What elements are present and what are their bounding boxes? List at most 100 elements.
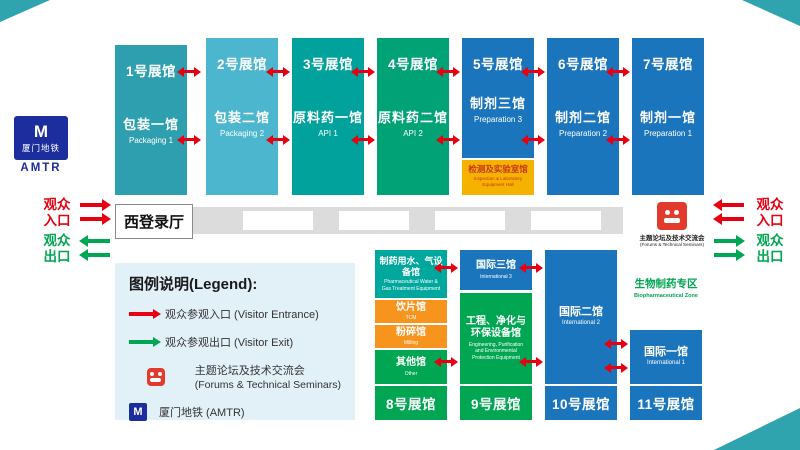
water-hall-en: Pharmaceutical Water & Gas Treatment Equ…	[381, 279, 441, 292]
right-visitor-entrance-label: 观众入口	[756, 197, 784, 228]
left-visitor-exit-label: 观众出口	[43, 233, 71, 264]
hall-6-name-cn: 制剂二馆	[554, 110, 611, 125]
forums-label-cn: 主题论坛及技术交流会	[639, 235, 705, 242]
hall-2-name-en: Packaging 2	[219, 129, 265, 138]
hall-connector-arrow	[526, 266, 536, 269]
hall-connector-arrow	[528, 138, 538, 141]
hall-connector-arrow	[358, 138, 368, 141]
hall-4-name-cn: 原料药二馆	[377, 110, 448, 125]
legend-entrance-arrow-icon	[129, 312, 153, 316]
legend-item-metro: M 厦门地铁 (AMTR)	[129, 403, 341, 421]
hall-2: 2号展馆 包装二馆 Packaging 2	[206, 38, 278, 195]
right-visitor-exit-label: 观众出口	[756, 233, 784, 264]
hall-7-name-en: Preparation 1	[643, 129, 693, 138]
visitor-entrance-arrow	[80, 217, 102, 221]
hall-connector-arrow	[273, 138, 283, 141]
visitor-exit-arrow	[714, 239, 736, 243]
metro-name-en: AMTR	[20, 162, 62, 174]
intl1-en: International 1	[646, 360, 686, 367]
hall-connector-arrow	[611, 342, 621, 345]
hall-connector-arrow	[441, 360, 451, 363]
other-hall: 其他馆 Other	[375, 350, 447, 384]
west-registration-label: 西登录厅	[123, 214, 184, 231]
intl3-cn: 国际三馆	[476, 260, 516, 271]
tcm-hall-en: TCM	[405, 315, 417, 321]
tcm-hall-cn: 饮片馆	[396, 301, 426, 313]
hall-connector-arrow	[613, 138, 623, 141]
intl3-en: International 3	[480, 273, 512, 280]
engineering-purification-hall: 工程、净化与环保设备馆 Engineering, Purification an…	[460, 293, 532, 384]
forums-icon-bar	[664, 217, 680, 223]
hall-connector-arrow	[443, 70, 453, 73]
other-hall-cn: 其他馆	[396, 357, 426, 368]
xiamen-metro-logo: M 厦门地铁 AMTR	[14, 116, 68, 174]
legend-item-exit: 观众参观出口 (Visitor Exit)	[129, 334, 341, 350]
hall-7-name-cn: 制剂一馆	[639, 110, 696, 125]
international-1-hall: 国际一馆 International 1	[630, 330, 702, 384]
legend: 图例说明(Legend): 观众参观入口 (Visitor Entrance) …	[115, 263, 355, 421]
hall-connector-arrow	[184, 138, 194, 141]
hall-6-number: 6号展馆	[557, 57, 608, 72]
west-registration-hall: 西登录厅	[115, 204, 193, 239]
hall-4-name-en: API 2	[403, 129, 423, 138]
corridor-segment	[435, 211, 505, 230]
milling-hall-cn: 粉碎馆	[396, 326, 426, 338]
biopharma-cn: 生物制药专区	[634, 278, 698, 290]
hall-3-name-en: API 1	[318, 129, 338, 138]
visitor-exit-arrow	[88, 253, 110, 257]
inspection-hall-cn: 检测及实验室馆	[468, 164, 528, 174]
milling-hall-en: Milling	[403, 340, 419, 346]
hall-5-name-cn: 制剂三馆	[469, 96, 526, 111]
hall-9-label: 9号展馆	[460, 386, 532, 420]
hall-5-name-en: Preparation 3	[473, 115, 523, 124]
legend-entrance-label: 观众参观入口 (Visitor Entrance)	[165, 309, 319, 321]
corridor-segment	[339, 211, 409, 230]
biopharmaceutical-zone: 生物制药专区 Biopharmaceutical Zone	[630, 276, 702, 299]
visitor-entrance-arrow	[722, 203, 744, 207]
forums-label-en: (Forums & Technical Seminars)	[640, 242, 704, 247]
legend-metro-label: 厦门地铁 (AMTR)	[159, 407, 245, 419]
forums-seminar-icon	[657, 202, 687, 230]
hall-connector-arrow	[613, 70, 623, 73]
hall-1-name-cn: 包装一馆	[122, 117, 179, 132]
registration-corridor	[191, 207, 623, 234]
forums-marker: 主题论坛及技术交流会 (Forums & Technical Seminars)	[626, 202, 718, 247]
legend-title: 图例说明(Legend):	[129, 276, 258, 293]
hall-1-number: 1号展馆	[125, 64, 176, 79]
hall-6-name-en: Preparation 2	[558, 129, 608, 138]
corner-decoration-top-right	[742, 0, 800, 26]
hall-6: 6号展馆 制剂二馆 Preparation 2	[547, 38, 619, 195]
tcm-hall: 饮片馆 TCM	[375, 300, 447, 323]
corridor-segment	[531, 211, 601, 230]
metro-m-icon: M	[33, 121, 49, 141]
legend-exit-label: 观众参观出口 (Visitor Exit)	[165, 337, 294, 349]
hall-5: 5号展馆 制剂三馆 Preparation 3	[462, 38, 534, 158]
inspection-hall-en: Inspection & Laboratory Equipment Hall	[473, 176, 523, 187]
hall-8-label: 8号展馆	[375, 386, 447, 420]
hall-3-name-cn: 原料药一馆	[292, 110, 363, 125]
metro-name-cn: 厦门地铁	[21, 142, 60, 153]
hall-2-name-cn: 包装二馆	[213, 110, 270, 125]
water-hall-cn: 制药用水、气设备馆	[379, 255, 443, 277]
hall-4-number: 4号展馆	[387, 57, 438, 72]
hall-3: 3号展馆 原料药一馆 API 1	[292, 38, 364, 195]
hall-2-number: 2号展馆	[216, 57, 267, 72]
intl2-cn: 国际二馆	[559, 305, 603, 318]
hall-1: 1号展馆 包装一馆 Packaging 1	[115, 45, 187, 195]
left-visitor-entrance-label: 观众入口	[43, 197, 71, 228]
hall-4: 4号展馆 原料药二馆 API 2	[377, 38, 449, 195]
legend-forums-label-cn: 主题论坛及技术交流会	[194, 365, 305, 377]
milling-hall: 粉碎馆 Milling	[375, 325, 447, 348]
legend-forums-label: 主题论坛及技术交流会 (Forums & Technical Seminars)	[195, 362, 341, 391]
intl1-cn: 国际一馆	[644, 345, 688, 358]
visitor-entrance-arrow	[80, 203, 102, 207]
hall-connector-arrow	[184, 70, 194, 73]
visitor-exit-arrow	[714, 253, 736, 257]
engineering-cn: 工程、净化与环保设备馆	[466, 315, 526, 340]
legend-forums-icon	[146, 367, 165, 386]
pharma-water-gas-hall: 制药用水、气设备馆 Pharmaceutical Water & Gas Tre…	[375, 250, 447, 298]
legend-item-entrance: 观众参观入口 (Visitor Entrance)	[129, 306, 341, 322]
hall-1-name-en: Packaging 1	[128, 136, 174, 145]
legend-metro-icon: M	[129, 403, 147, 421]
engineering-en: Engineering, Purification and Environmen…	[468, 341, 524, 361]
